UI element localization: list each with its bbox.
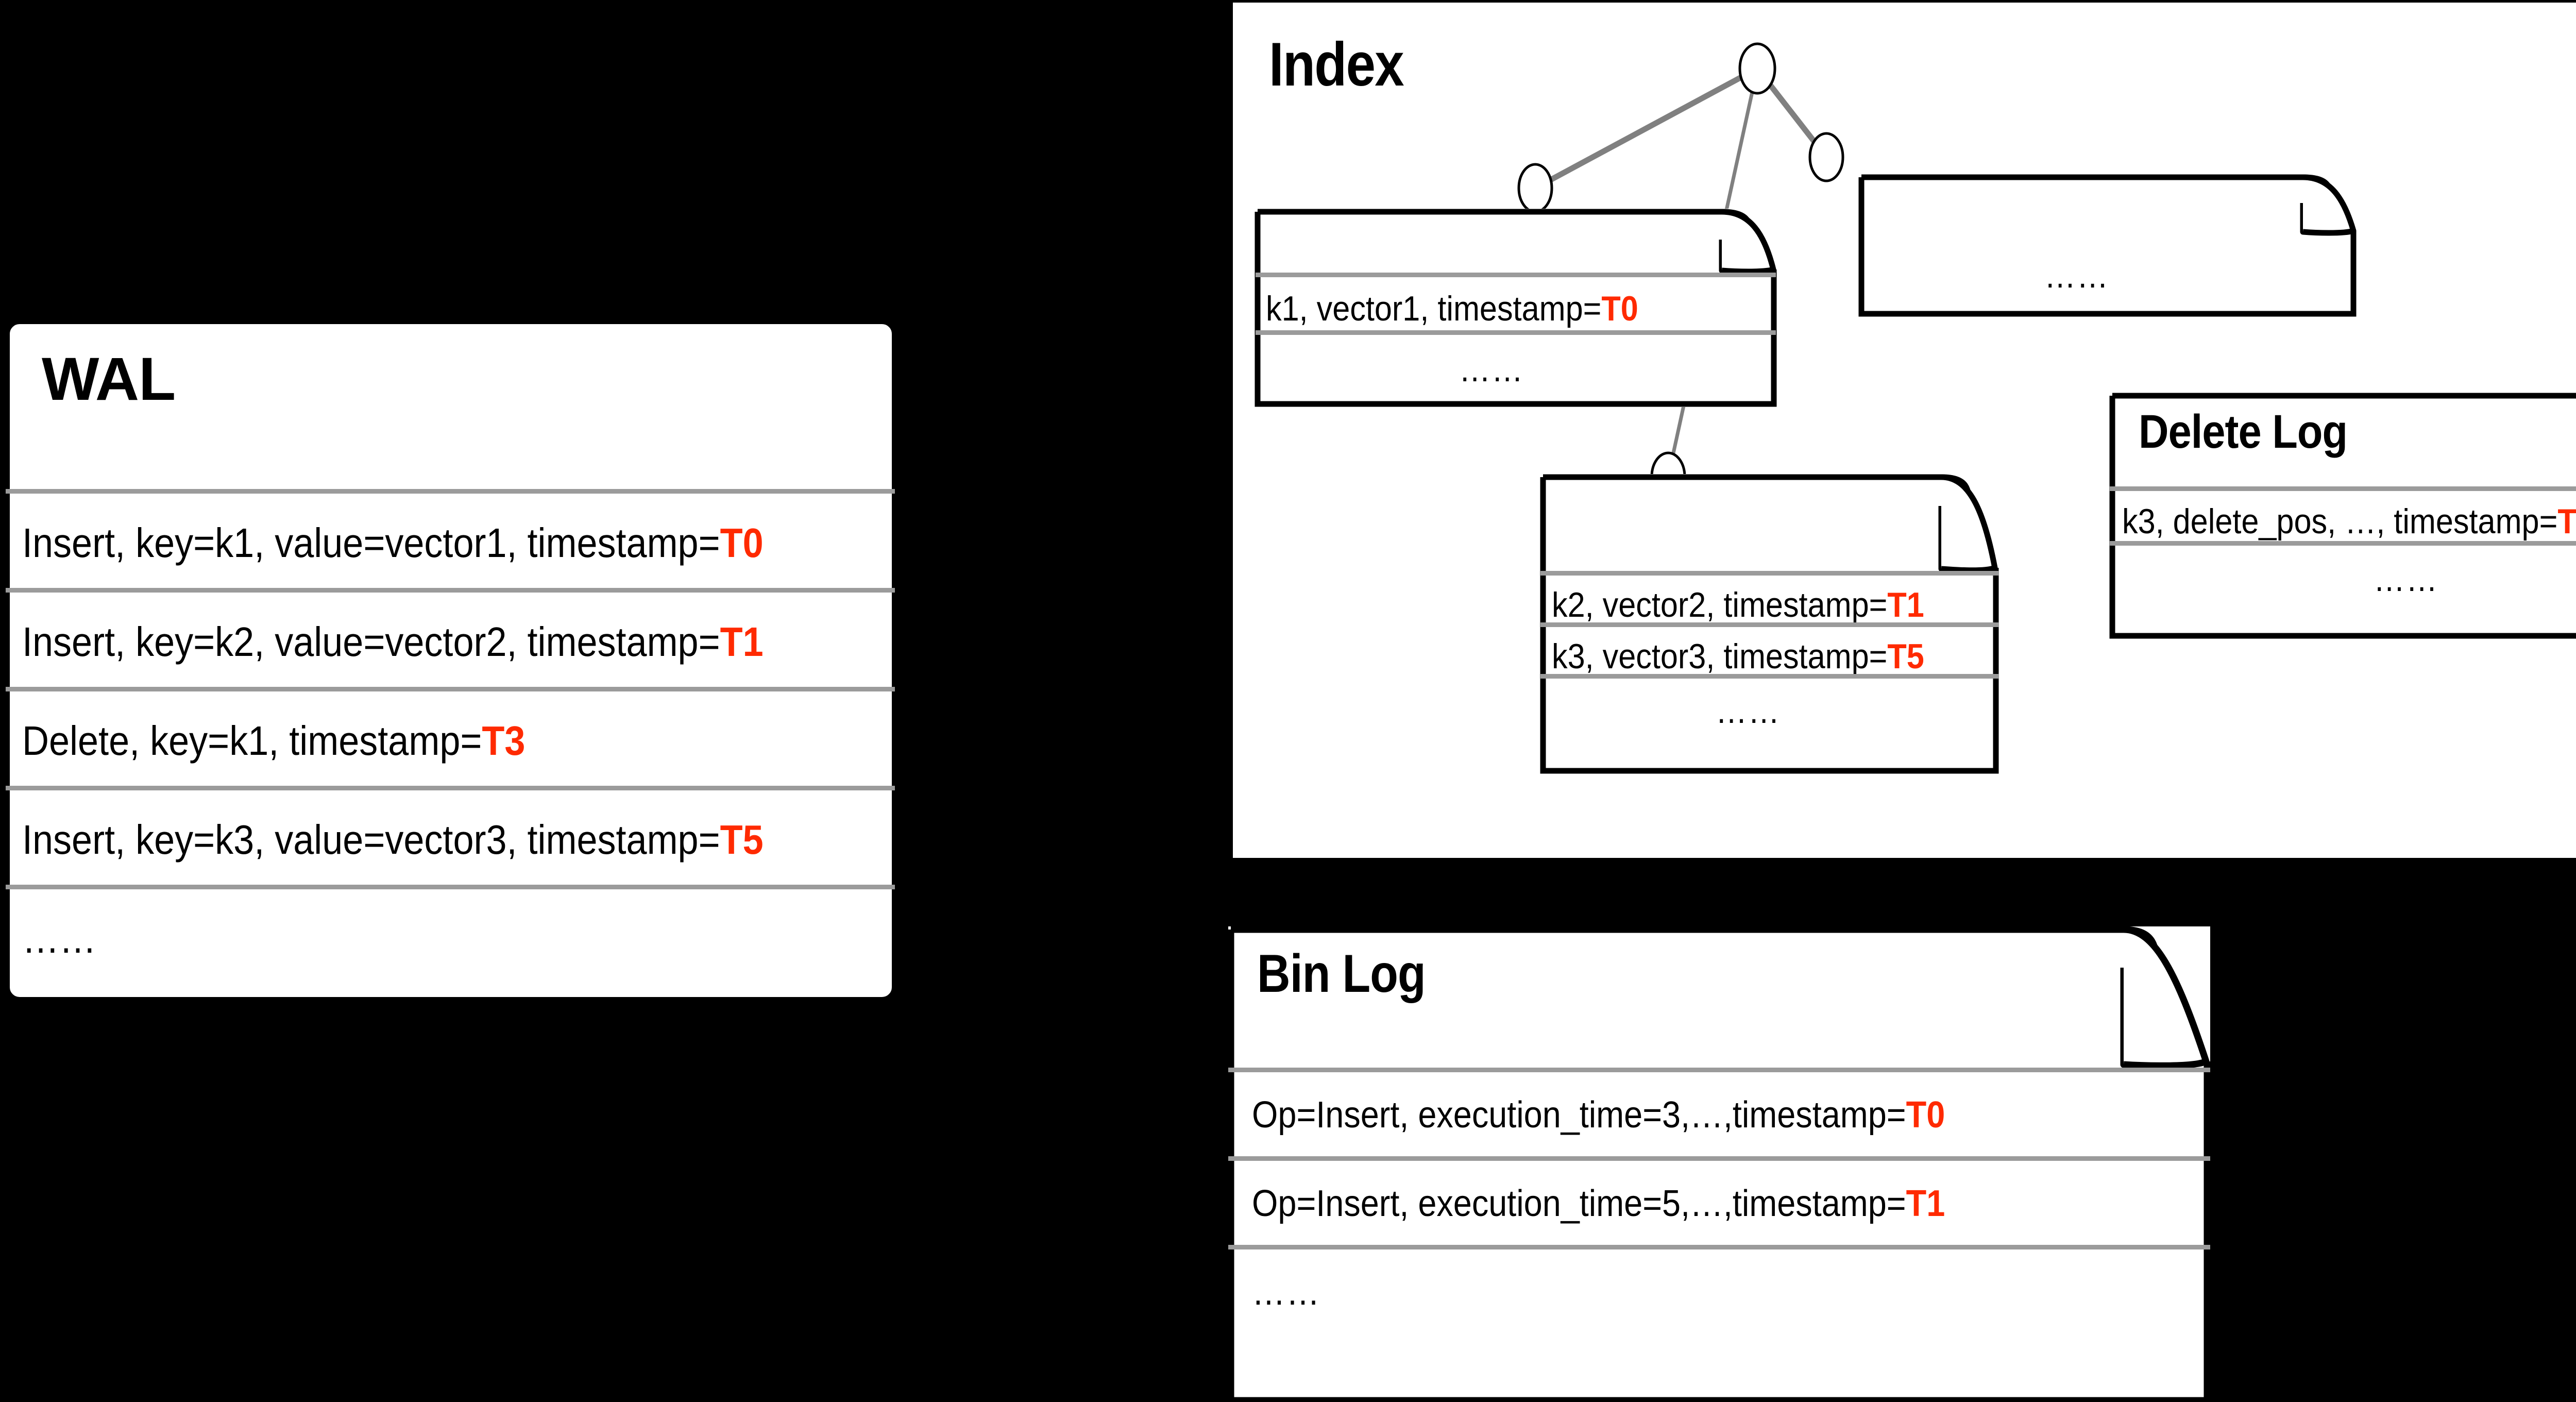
document-row-ellipsis: …… bbox=[1459, 350, 1524, 389]
bin-log-row-text: Op=Insert, execution_time=3,…,timestamp=… bbox=[1252, 1094, 1945, 1136]
wal-panel: WAL Insert, key=k1, value=vector1, times… bbox=[6, 320, 895, 1001]
document-row: …… bbox=[1256, 330, 1776, 397]
document-outline-icon bbox=[1858, 174, 2357, 317]
tree-node-left bbox=[1517, 163, 1553, 213]
document-row-text: k2, vector2, timestamp=T1 bbox=[1552, 585, 1924, 624]
delete-log-title: Delete Log bbox=[2139, 406, 2348, 458]
timestamp-badge: T1 bbox=[1887, 585, 1924, 624]
document-row-text: k3, vector3, timestamp=T5 bbox=[1552, 637, 1924, 676]
timestamp-badge: T0 bbox=[1906, 1094, 1945, 1136]
timestamp-badge: T3 bbox=[2557, 502, 2576, 541]
document-row: …… bbox=[1859, 236, 2356, 313]
timestamp-badge: T5 bbox=[720, 817, 764, 863]
tree-edge-root-right bbox=[1755, 66, 1829, 159]
bin-log-row: Op=Insert, execution_time=5,…,timestamp=… bbox=[1228, 1156, 2210, 1245]
document-row: k3, vector3, timestamp=T5 bbox=[1540, 622, 1999, 676]
delete-log-row: k3, delete_pos, …, timestamp=T3 bbox=[2110, 486, 2576, 541]
wal-row: Insert, key=k1, value=vector1, timestamp… bbox=[6, 489, 895, 588]
index-panel: Index bbox=[1233, 3, 2576, 858]
wal-row: Insert, key=k2, value=vector2, timestamp… bbox=[6, 588, 895, 687]
index-document-k2k3: k2, vector2, timestamp=T1 k3, vector3, t… bbox=[1540, 474, 1999, 774]
delete-log-row: …… bbox=[2110, 541, 2576, 613]
document-row-text: k1, vector1, timestamp=T0 bbox=[1266, 289, 1638, 328]
wal-row-ellipsis: …… bbox=[22, 916, 96, 961]
index-title: Index bbox=[1269, 30, 1404, 99]
wal-row: Insert, key=k3, value=vector3, timestamp… bbox=[6, 786, 895, 885]
bin-log-title: Bin Log bbox=[1257, 944, 1426, 1004]
wal-row-list: Insert, key=k1, value=vector1, timestamp… bbox=[6, 489, 895, 984]
wal-title: WAL bbox=[42, 345, 176, 413]
bin-log-panel: Bin Log Op=Insert, execution_time=3,…,ti… bbox=[1227, 926, 2211, 1402]
tree-node-root bbox=[1738, 42, 1776, 95]
document-row: k1, vector1, timestamp=T0 bbox=[1256, 273, 1776, 330]
timestamp-badge: T1 bbox=[720, 619, 764, 665]
document-row: k2, vector2, timestamp=T1 bbox=[1540, 571, 1999, 624]
document-row-ellipsis: …… bbox=[2044, 256, 2109, 295]
bin-log-row: …… bbox=[1228, 1245, 2210, 1338]
wal-row-text: Insert, key=k2, value=vector2, timestamp… bbox=[22, 619, 764, 665]
wal-row: Delete, key=k1, timestamp=T3 bbox=[6, 687, 895, 786]
wal-row-text: Insert, key=k1, value=vector1, timestamp… bbox=[22, 520, 764, 566]
index-document-k1: k1, vector1, timestamp=T0 …… bbox=[1255, 209, 1777, 407]
bin-log-row-ellipsis: …… bbox=[1252, 1272, 1321, 1313]
tree-node-right bbox=[1808, 132, 1844, 182]
timestamp-badge: T3 bbox=[482, 718, 526, 764]
document-outline-icon bbox=[1227, 926, 2211, 1402]
bin-log-row-text: Op=Insert, execution_time=5,…,timestamp=… bbox=[1252, 1183, 1945, 1224]
document-row-ellipsis: …… bbox=[1716, 691, 1781, 731]
delete-log-panel: Delete Log k3, delete_pos, …, timestamp=… bbox=[2109, 393, 2576, 639]
timestamp-badge: T5 bbox=[1887, 637, 1924, 676]
document-row: …… bbox=[1540, 674, 1999, 746]
timestamp-badge: T1 bbox=[1906, 1183, 1945, 1224]
document-outline-icon bbox=[2109, 393, 2576, 639]
wal-row-text: Insert, key=k3, value=vector3, timestamp… bbox=[22, 817, 764, 863]
tree-edge-root-left bbox=[1534, 66, 1759, 191]
delete-log-row-text: k3, delete_pos, …, timestamp=T3 bbox=[2122, 501, 2576, 542]
document-outline-icon bbox=[1255, 209, 1777, 407]
timestamp-badge: T0 bbox=[1601, 289, 1638, 328]
wal-row-text: Delete, key=k1, timestamp=T3 bbox=[22, 718, 526, 764]
index-document-ellipsis: …… bbox=[1858, 174, 2357, 317]
wal-row: …… bbox=[6, 885, 895, 984]
bin-log-row: Op=Insert, execution_time=3,…,timestamp=… bbox=[1228, 1068, 2210, 1156]
delete-log-row-ellipsis: …… bbox=[2374, 560, 2438, 599]
timestamp-badge: T0 bbox=[720, 520, 764, 566]
